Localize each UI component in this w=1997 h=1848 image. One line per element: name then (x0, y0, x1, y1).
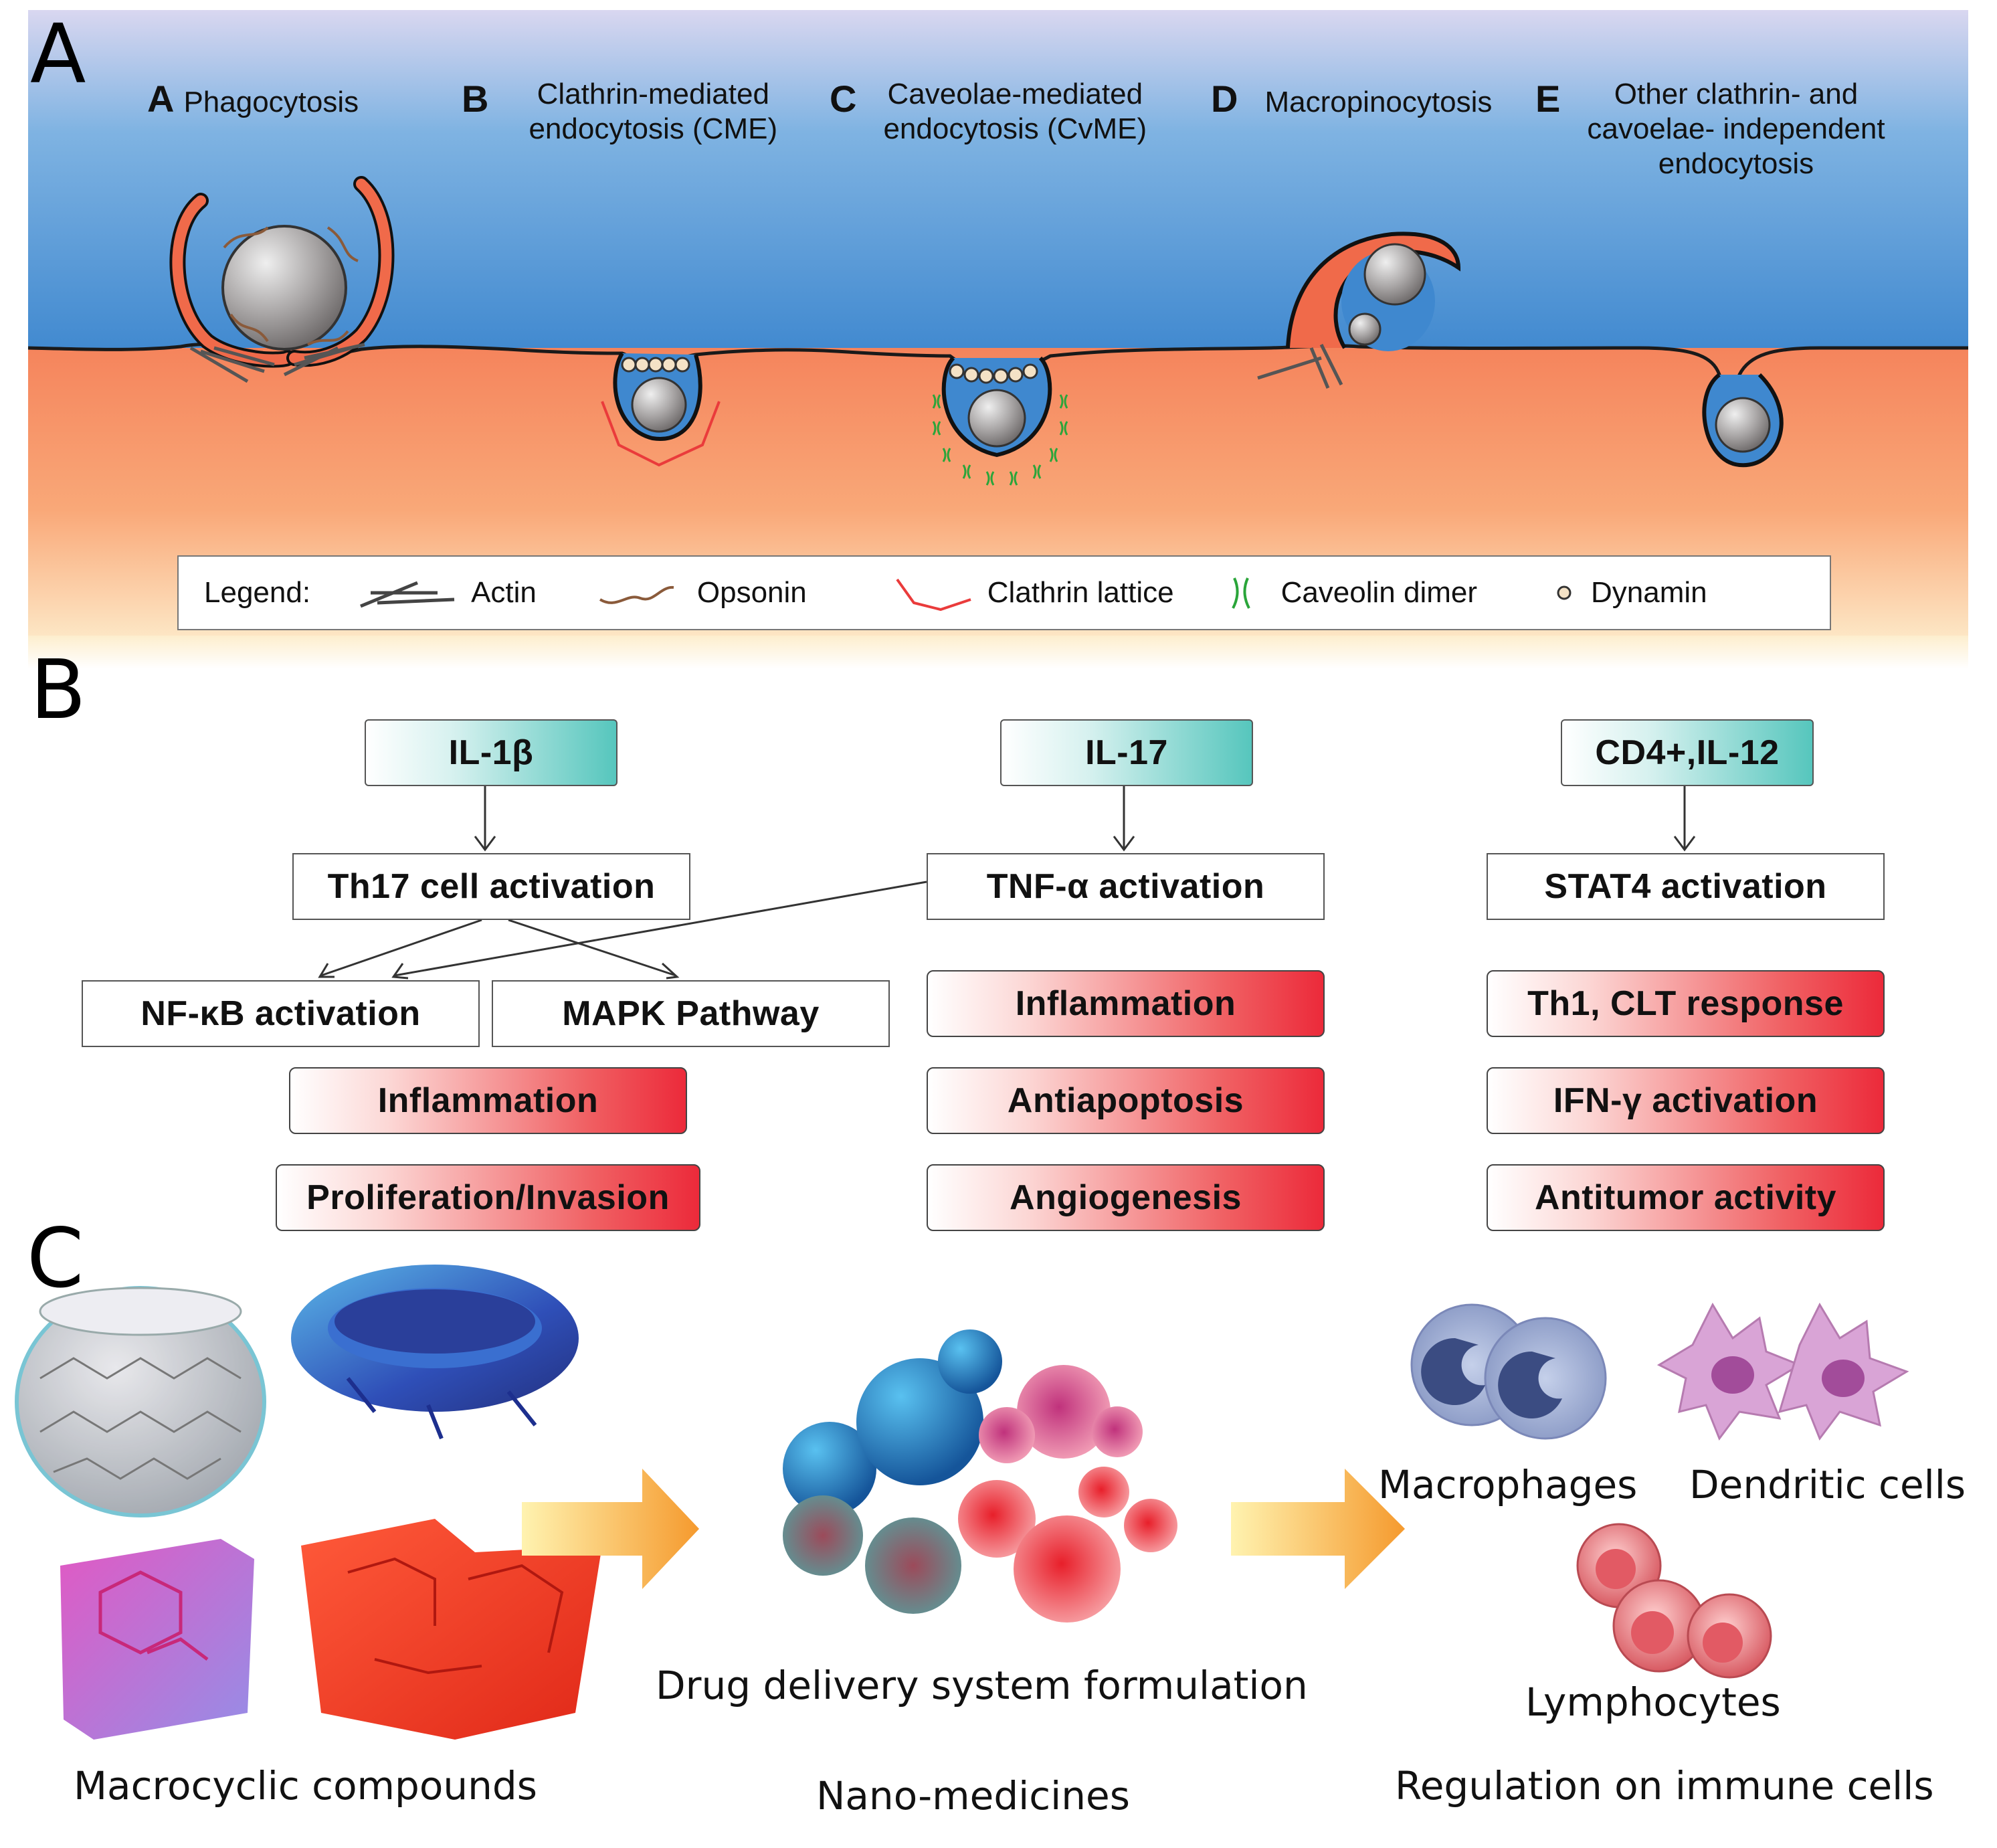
macropinosome (1257, 232, 1461, 389)
dendritic-cells (1656, 1302, 1909, 1441)
left-inflammation-box: Inflammation (289, 1067, 687, 1134)
legend: Legend: Actin Opsonin Clathrin lattice C… (177, 555, 1831, 630)
clathrin-pit (601, 352, 721, 467)
lymphocyte-cells (1576, 1523, 1772, 1679)
legend-opsonin: Opsonin (696, 576, 807, 609)
legend-clathrin: Clathrin lattice (987, 576, 1174, 609)
dynamin-icon (1557, 585, 1572, 600)
lymphocytes-label: Lymphocytes (1525, 1679, 1781, 1725)
nano-medicines-caption: Nano-medicines (816, 1773, 1130, 1819)
proliferation-invasion-box: Proliferation/Invasion (276, 1164, 700, 1231)
nfkb-activation-box: NF-κB activation (82, 980, 480, 1047)
ifn-gamma-activation-box: IFN-γ activation (1487, 1067, 1885, 1134)
nanoparticle-cluster (783, 1329, 1177, 1623)
th17-activation-box: Th17 cell activation (292, 853, 690, 920)
stat4-activation-box: STAT4 activation (1487, 853, 1885, 920)
tnf-alpha-activation-box: TNF-α activation (927, 853, 1325, 920)
immune-regulation-caption: Regulation on immune cells (1395, 1763, 1934, 1809)
extracellular-space (28, 10, 1968, 358)
actin-icon (360, 581, 455, 608)
drug-delivery-formulation-caption: Drug delivery system formulation (656, 1663, 1308, 1708)
phagocytosis-cup (169, 176, 395, 383)
caveolin-dimer-icon (1231, 577, 1250, 609)
calixarene-box-model (60, 1539, 254, 1740)
clathrin-lattice-icon (896, 578, 971, 612)
legend-dynamin: Dynamin (1591, 576, 1707, 609)
legend-actin: Actin (471, 576, 537, 609)
macrophage-cells (1410, 1303, 1607, 1440)
il17-box: IL-17 (1000, 719, 1253, 786)
other-endocytic-vesicle (1702, 373, 1784, 468)
opsonin-icon (599, 585, 674, 604)
caveola (932, 356, 1068, 486)
antitumor-activity-box: Antitumor activity (1487, 1164, 1885, 1231)
antiapoptosis-box: Antiapoptosis (927, 1067, 1325, 1134)
legend-title: Legend: (204, 576, 311, 609)
mid-inflammation-box: Inflammation (927, 970, 1325, 1037)
cucurbituril-cage-model (15, 1286, 266, 1517)
arrow-to-immune-cells-icon (1231, 1469, 1405, 1589)
dendritic-cells-label: Dendritic cells (1689, 1462, 1966, 1507)
panel-b-label: B (30, 642, 86, 737)
il1b-box: IL-1β (365, 719, 617, 786)
pillararene-ring-model (291, 1265, 579, 1440)
macrocyclic-compounds-caption: Macrocyclic compounds (74, 1763, 537, 1809)
th1-ctl-response-box: Th1, CLT response (1487, 970, 1885, 1037)
arrow-to-formulation-icon (522, 1469, 699, 1589)
macrophages-label: Macrophages (1378, 1462, 1638, 1507)
panel-c-label: C (27, 1211, 84, 1306)
cd4-il12-box: CD4+,IL-12 (1561, 719, 1814, 786)
legend-caveolin: Caveolin dimer (1280, 576, 1478, 609)
cyclodextrin-assembly-model (301, 1519, 602, 1740)
mapk-pathway-box: MAPK Pathway (492, 980, 890, 1047)
panel-a-illustration (27, 10, 1968, 669)
panel-a-label: A (30, 7, 86, 102)
angiogenesis-box: Angiogenesis (927, 1164, 1325, 1231)
